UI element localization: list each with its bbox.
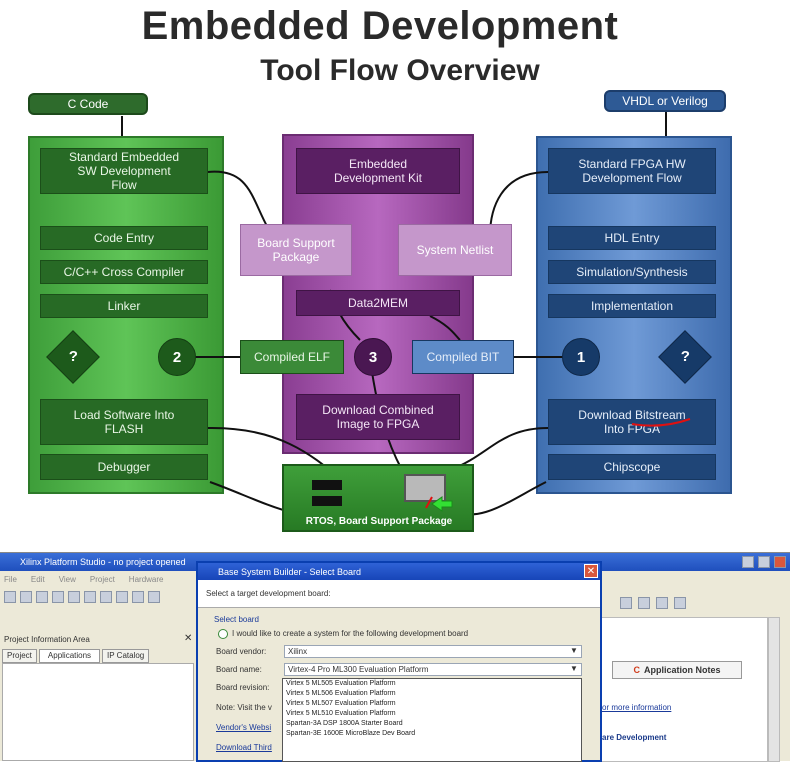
- menu-hardware[interactable]: Hardware: [128, 575, 164, 584]
- board-vendor-chevron-down-icon[interactable]: ▼: [570, 646, 578, 655]
- maximize-icon[interactable]: [758, 556, 770, 568]
- step-1-marker: 1: [562, 338, 600, 376]
- board-name-select[interactable]: Virtex-4 Pro ML300 Evaluation Platform: [284, 663, 582, 676]
- select-board-group-label: Select board: [214, 615, 259, 624]
- workspace-area: [600, 617, 768, 762]
- xps-window: Xilinx Platform Studio - no project open…: [0, 552, 790, 762]
- simulation-synthesis-step: Simulation/Synthesis: [548, 260, 716, 284]
- red-underline-annotation: [631, 418, 691, 427]
- create-system-radio-label: I would like to create a system for the …: [232, 629, 469, 638]
- tool-icon-4[interactable]: [674, 597, 686, 609]
- board-option[interactable]: Spartan-3A DSP 1800A Starter Board: [286, 720, 403, 727]
- page-title: Embedded Development: [141, 4, 619, 48]
- development-heading: are Development: [602, 733, 667, 742]
- board-option[interactable]: Virtex 5 ML506 Evaluation Platform: [286, 690, 396, 697]
- project-info-close-icon[interactable]: ✕: [184, 633, 193, 644]
- board-option[interactable]: Virtex 5 ML505 Evaluation Platform: [286, 680, 396, 687]
- green-cursor-icon: [431, 496, 453, 512]
- board-vendor-label: Board vendor:: [216, 647, 267, 656]
- vhdl-verilog-input: VHDL or Verilog: [604, 90, 726, 112]
- page-subtitle: Tool Flow Overview: [260, 54, 540, 87]
- fpga-chip: [404, 474, 446, 502]
- board-name-chevron-down-icon[interactable]: ▼: [570, 664, 578, 673]
- workspace-scrollbar[interactable]: [768, 617, 780, 762]
- c-code-input: C Code: [28, 93, 148, 115]
- tab-applications[interactable]: Applications: [38, 649, 101, 663]
- sw-flow-header: Standard Embedded SW Development Flow: [40, 148, 208, 194]
- open-icon[interactable]: [20, 591, 32, 603]
- download-third-party-link[interactable]: Download Third: [216, 743, 272, 752]
- project-info-title: Project Information Area: [4, 635, 90, 644]
- board-graphic: RTOS, Board Support Package: [282, 464, 474, 532]
- board-option[interactable]: Virtex 5 ML507 Evaluation Platform: [286, 700, 396, 707]
- project-tabs: Project Applications IP Catalog: [2, 649, 194, 663]
- project-pane: [2, 663, 194, 761]
- red-mark-icon: [425, 496, 433, 509]
- more-info-link[interactable]: or more information: [602, 703, 672, 712]
- xps-window-controls: [726, 556, 786, 568]
- xps-menu-bar: File Edit View Project Hardware: [4, 575, 204, 587]
- menu-project[interactable]: Project: [89, 575, 115, 584]
- bsb-dialog-title-bar[interactable]: Base System Builder - Select Board: [198, 563, 600, 580]
- new-icon[interactable]: [4, 591, 16, 603]
- note-text: Note: Visit the v: [216, 703, 272, 712]
- load-flash-step: Load Software Into FLASH: [40, 399, 208, 445]
- linker-step: Linker: [40, 294, 208, 318]
- tool-icon-3[interactable]: [656, 597, 668, 609]
- compiled-bit: Compiled BIT: [412, 340, 514, 374]
- hdl-entry-step: HDL Entry: [548, 226, 716, 250]
- right-toolbar: [620, 597, 720, 609]
- close-icon[interactable]: [774, 556, 786, 568]
- debug-icon[interactable]: [116, 591, 128, 603]
- board-name-label: Board name:: [216, 665, 262, 674]
- code-entry-step: Code Entry: [40, 226, 208, 250]
- app-notes-icon: C: [633, 665, 640, 675]
- settings-icon[interactable]: [68, 591, 80, 603]
- board-label: RTOS, Board Support Package: [305, 516, 453, 527]
- board-chip-2: [312, 496, 342, 506]
- menu-edit[interactable]: Edit: [30, 575, 45, 584]
- board-options-dropdown: Virtex 5 ML505 Evaluation Platform Virte…: [282, 678, 582, 762]
- board-vendor-select[interactable]: Xilinx: [284, 645, 582, 658]
- tab-ip-catalog[interactable]: IP Catalog: [102, 649, 150, 663]
- minimize-icon[interactable]: [742, 556, 754, 568]
- board-support-package: Board Support Package: [240, 224, 352, 276]
- xps-toolbar: [4, 591, 194, 621]
- board-option[interactable]: Spartan-3E 1600E MicroBlaze Dev Board: [286, 730, 416, 737]
- tool-icon-2[interactable]: [638, 597, 650, 609]
- edk-header: Embedded Development Kit: [296, 148, 460, 194]
- dialog-header-area: [198, 580, 600, 608]
- layout-icon[interactable]: [132, 591, 144, 603]
- run-icon[interactable]: [100, 591, 112, 603]
- step-3-marker: 3: [354, 338, 392, 376]
- print-icon[interactable]: [52, 591, 64, 603]
- save-icon[interactable]: [36, 591, 48, 603]
- dialog-prompt: Select a target development board:: [206, 589, 331, 598]
- tab-project[interactable]: Project: [2, 649, 37, 663]
- bsb-dialog: Base System Builder - Select Board ✕ Sel…: [196, 561, 602, 762]
- tool-icon-1[interactable]: [620, 597, 632, 609]
- system-netlist: System Netlist: [398, 224, 512, 276]
- implementation-step: Implementation: [548, 294, 716, 318]
- chipscope-step: Chipscope: [548, 454, 716, 480]
- vendor-website-link[interactable]: Vendor's Websi: [216, 723, 272, 732]
- data2mem-step: Data2MEM: [296, 290, 460, 316]
- help-icon[interactable]: [148, 591, 160, 603]
- menu-view[interactable]: View: [58, 575, 76, 584]
- download-combined-step: Download Combined Image to FPGA: [296, 394, 460, 440]
- menu-file[interactable]: File: [4, 575, 17, 584]
- compiled-elf: Compiled ELF: [240, 340, 344, 374]
- build-icon[interactable]: [84, 591, 96, 603]
- cross-compiler-step: C/C++ Cross Compiler: [40, 260, 208, 284]
- hw-flow-header: Standard FPGA HW Development Flow: [548, 148, 716, 194]
- board-revision-label: Board revision:: [216, 683, 270, 692]
- board-option[interactable]: Virtex 5 ML510 Evaluation Platform: [286, 710, 396, 717]
- step-2-marker: 2: [158, 338, 196, 376]
- debugger-step: Debugger: [40, 454, 208, 480]
- board-chip-1: [312, 480, 342, 490]
- dialog-close-icon[interactable]: ✕: [584, 564, 598, 578]
- create-system-radio[interactable]: [218, 629, 228, 639]
